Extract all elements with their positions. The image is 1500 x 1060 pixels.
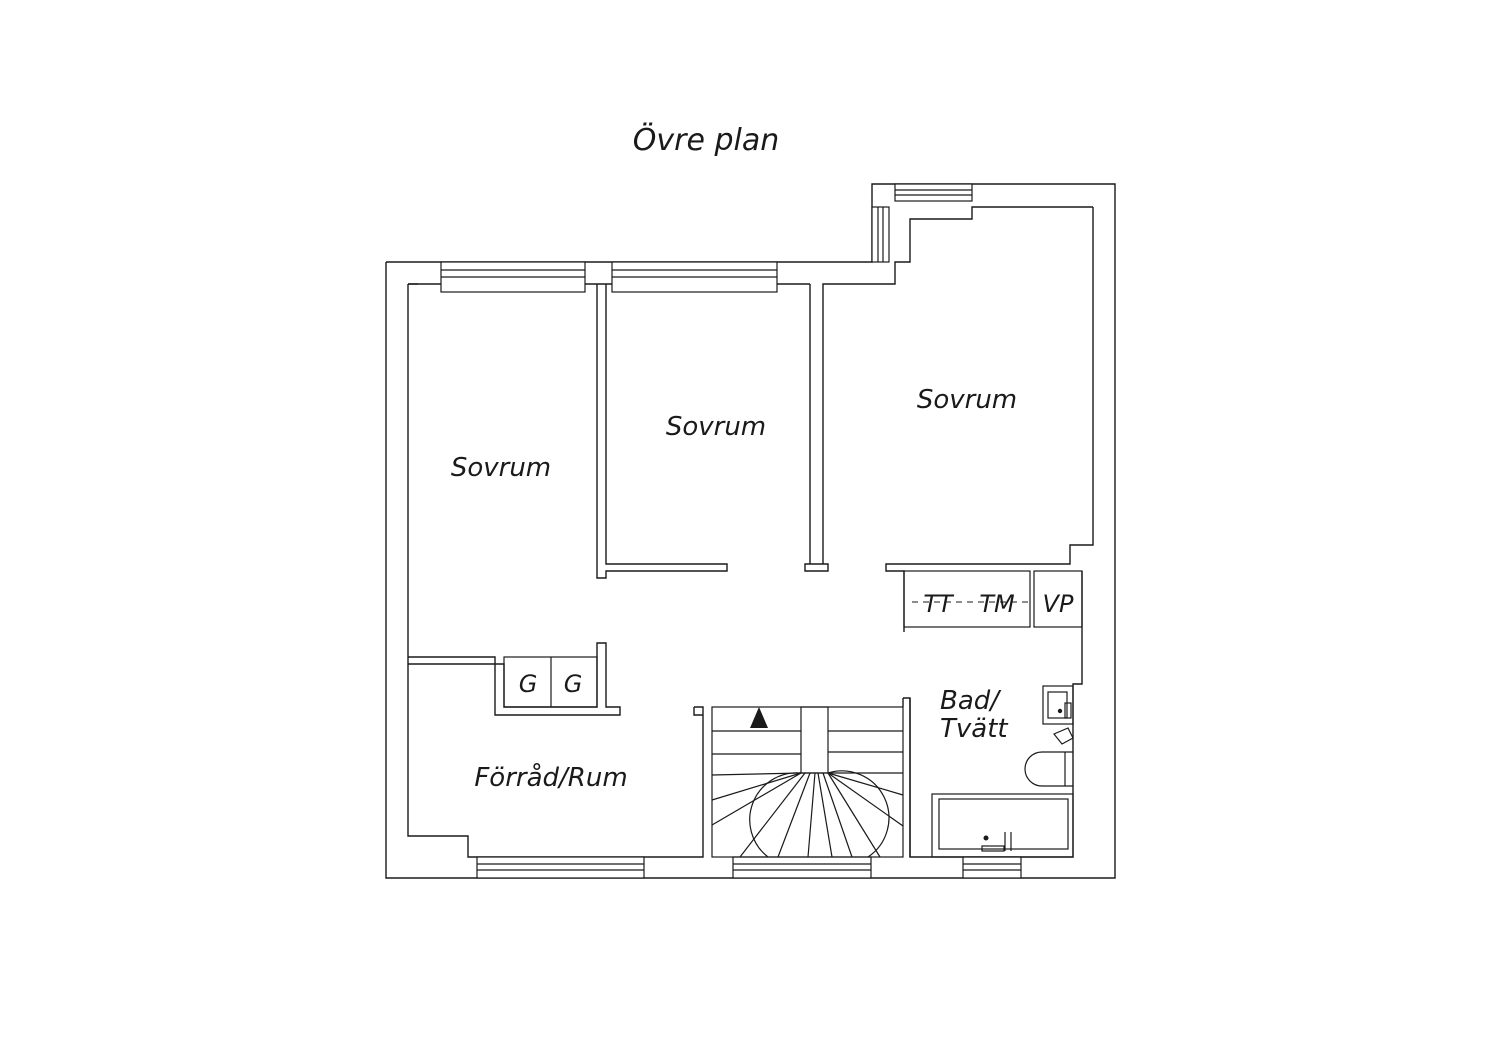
label-washing-machine: TM: [979, 590, 1015, 618]
label-bath-line1: Bad/: [940, 686, 1002, 716]
toilet-icon: [1024, 751, 1073, 787]
label-wardrobe-1: G: [519, 670, 538, 698]
label-storage: Förråd/Rum: [474, 762, 627, 793]
window-top-middle: [611, 261, 778, 293]
label-bedroom-right: Sovrum: [917, 385, 1017, 415]
windows: [440, 183, 1022, 879]
label-tumble-dryer: TT: [923, 590, 955, 618]
stair-up-arrow-icon: [750, 707, 768, 728]
fixture-labels: TT TM VP G G: [519, 590, 1074, 698]
label-bedroom-left: Sovrum: [451, 453, 551, 483]
bathroom-fixtures: [931, 685, 1074, 858]
window-top-left: [440, 261, 586, 293]
window-bottom-left: [476, 856, 645, 879]
sink-icon: [1042, 685, 1074, 725]
label-heat-pump: VP: [1043, 590, 1074, 618]
window-corner-top: [894, 183, 973, 202]
label-bath-line2: Tvätt: [940, 714, 1008, 744]
wardrobes: [503, 656, 598, 708]
staircase: [711, 706, 904, 858]
window-bottom-bath: [962, 856, 1022, 879]
bathtub-icon: [931, 793, 1074, 858]
laundry-cabinets: [903, 570, 1083, 628]
room-labels: Sovrum Sovrum Sovrum Förråd/Rum Bad/ Tvä…: [451, 385, 1017, 793]
faucet-icon: [1053, 727, 1074, 745]
plan-title: Övre plan: [633, 122, 779, 158]
window-bottom-stair: [732, 856, 872, 879]
label-wardrobe-2: G: [564, 670, 583, 698]
window-corner-side: [871, 206, 890, 263]
label-bedroom-middle: Sovrum: [666, 412, 766, 442]
